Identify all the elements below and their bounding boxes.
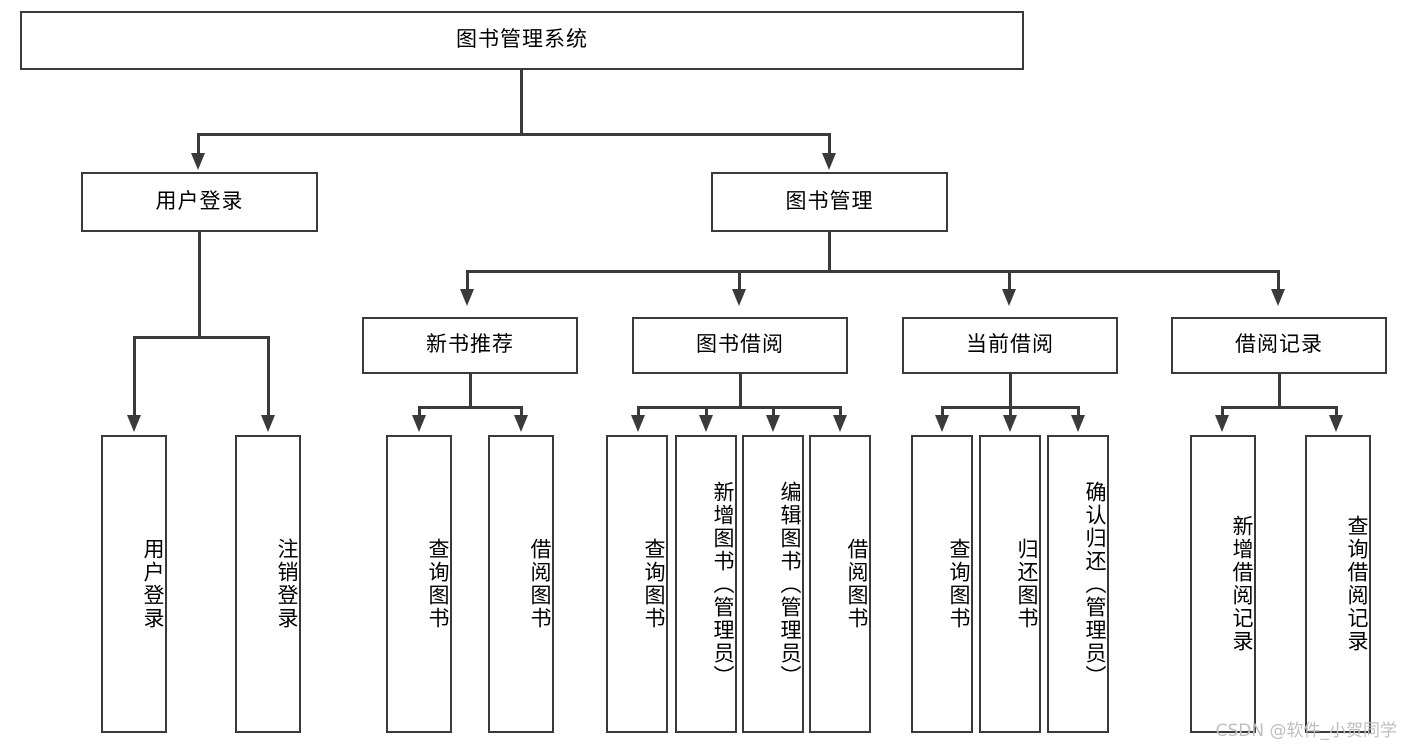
- connector-br-to-leaf-2: [1335, 406, 1338, 418]
- leaf-user-login[interactable]: 用户登录: [101, 435, 167, 733]
- node-label: 图书借阅: [696, 333, 784, 357]
- leaf-borrow-book[interactable]: 借阅图书: [809, 435, 871, 733]
- node-label: 用户登录: [155, 189, 244, 213]
- connector-cb-to-leaf-2: [1009, 406, 1012, 418]
- connector-br-to-leaf-1: [1221, 406, 1224, 418]
- node-new-book-recommend[interactable]: 新书推荐: [362, 317, 578, 374]
- node-label: 新增图书（管理员）: [711, 480, 734, 688]
- connector-bb-to-leaf-4: [839, 406, 842, 418]
- csdn-watermark: CSDN @软件_小贺同学: [1215, 721, 1397, 741]
- arrowhead-leaf-edit-book: [766, 415, 780, 432]
- connector-user-login-bar: [133, 336, 270, 339]
- leaf-edit-book-admin[interactable]: 编辑图书（管理员）: [742, 435, 804, 733]
- connector-borrow-record-bar: [1221, 406, 1338, 409]
- node-label: 新书推荐: [426, 333, 514, 357]
- node-current-borrow[interactable]: 当前借阅: [902, 317, 1118, 374]
- leaf-query-borrow-record[interactable]: 查询借阅记录: [1305, 435, 1371, 733]
- arrowhead-leaf-query-book-bb: [631, 415, 645, 432]
- connector-user-login-to-leaf-1: [133, 336, 136, 418]
- arrowhead-leaf-query-record: [1329, 415, 1343, 432]
- connector-borrow-record-stem: [1278, 374, 1281, 406]
- connector-bb-to-leaf-2: [705, 406, 708, 418]
- connector-bm-to-new-book: [466, 270, 469, 292]
- connector-root-stem: [520, 70, 523, 133]
- arrowhead-leaf-borrow-book-bb: [833, 415, 847, 432]
- arrowhead-leaf-add-record: [1215, 415, 1229, 432]
- leaf-confirm-return-admin[interactable]: 确认归还（管理员）: [1047, 435, 1109, 733]
- connector-new-book-to-leaf-2: [520, 406, 523, 418]
- node-label: 注销登录: [275, 538, 298, 630]
- arrowhead-leaf-logout: [261, 415, 275, 432]
- connector-cb-to-leaf-1: [941, 406, 944, 418]
- connector-root-bar: [197, 133, 831, 136]
- connector-book-borrow-bar: [637, 406, 842, 409]
- leaf-add-book-admin[interactable]: 新增图书（管理员）: [675, 435, 737, 733]
- node-label: 查询图书: [947, 538, 970, 630]
- arrowhead-book-borrow: [732, 289, 746, 306]
- arrowhead-leaf-user-login: [127, 415, 141, 432]
- node-label: 当前借阅: [966, 333, 1054, 357]
- node-label: 用户登录: [141, 538, 164, 630]
- connector-book-management-bar: [466, 270, 1280, 273]
- arrowhead-user-login: [191, 153, 205, 170]
- connector-bb-to-leaf-3: [772, 406, 775, 418]
- connector-book-borrow-stem: [739, 374, 742, 406]
- node-label: 图书管理: [785, 189, 874, 213]
- connector-new-book-stem: [469, 374, 472, 406]
- node-borrow-record[interactable]: 借阅记录: [1171, 317, 1387, 374]
- leaf-return-book[interactable]: 归还图书: [979, 435, 1041, 733]
- connector-root-to-book-management: [828, 133, 831, 156]
- node-label: 归还图书: [1015, 538, 1038, 630]
- node-label: 借阅图书: [845, 538, 868, 630]
- arrowhead-leaf-return-book: [1003, 415, 1017, 432]
- arrowhead-current-borrow: [1002, 289, 1016, 306]
- node-label: 新增借阅记录: [1230, 515, 1253, 653]
- leaf-add-borrow-record[interactable]: 新增借阅记录: [1190, 435, 1256, 733]
- leaf-borrow-book-new-recommend[interactable]: 借阅图书: [488, 435, 554, 733]
- arrowhead-book-management: [822, 153, 836, 170]
- node-label: 确认归还（管理员）: [1083, 480, 1106, 688]
- arrowhead-new-book-recommend: [460, 289, 474, 306]
- node-root-book-management-system[interactable]: 图书管理系统: [20, 11, 1024, 70]
- connector-book-management-stem: [828, 232, 831, 270]
- node-label: 查询图书: [642, 538, 665, 630]
- arrowhead-leaf-borrow-book-nb: [514, 415, 528, 432]
- leaf-logout[interactable]: 注销登录: [235, 435, 301, 733]
- connector-bm-to-current-borrow: [1008, 270, 1011, 292]
- connector-new-book-bar: [418, 406, 523, 409]
- connector-root-to-user-login: [197, 133, 200, 156]
- connector-new-book-to-leaf-1: [418, 406, 421, 418]
- node-label: 借阅记录: [1235, 333, 1323, 357]
- connector-user-login-to-leaf-2: [267, 336, 270, 418]
- node-label: 查询图书: [426, 538, 449, 630]
- node-book-management[interactable]: 图书管理: [711, 172, 948, 232]
- arrowhead-leaf-query-book-cb: [935, 415, 949, 432]
- node-label: 编辑图书（管理员）: [778, 480, 801, 688]
- connector-bm-to-book-borrow: [738, 270, 741, 292]
- node-book-borrow[interactable]: 图书借阅: [632, 317, 848, 374]
- leaf-query-book-current[interactable]: 查询图书: [911, 435, 973, 733]
- node-label: 图书管理系统: [456, 28, 588, 52]
- arrowhead-leaf-confirm-return: [1071, 415, 1085, 432]
- arrowhead-borrow-record: [1271, 289, 1285, 306]
- arrowhead-leaf-query-book-nb: [412, 415, 426, 432]
- connector-user-login-stem: [198, 232, 201, 336]
- node-label: 借阅图书: [528, 538, 551, 630]
- connector-bm-to-borrow-record: [1277, 270, 1280, 292]
- arrowhead-leaf-add-book: [699, 415, 713, 432]
- connector-bb-to-leaf-1: [637, 406, 640, 418]
- node-user-login[interactable]: 用户登录: [81, 172, 318, 232]
- connector-cb-to-leaf-3: [1077, 406, 1080, 418]
- connector-current-borrow-stem: [1009, 374, 1012, 406]
- leaf-query-book-borrow[interactable]: 查询图书: [606, 435, 668, 733]
- node-label: 查询借阅记录: [1345, 515, 1368, 653]
- leaf-query-book-new-recommend[interactable]: 查询图书: [386, 435, 452, 733]
